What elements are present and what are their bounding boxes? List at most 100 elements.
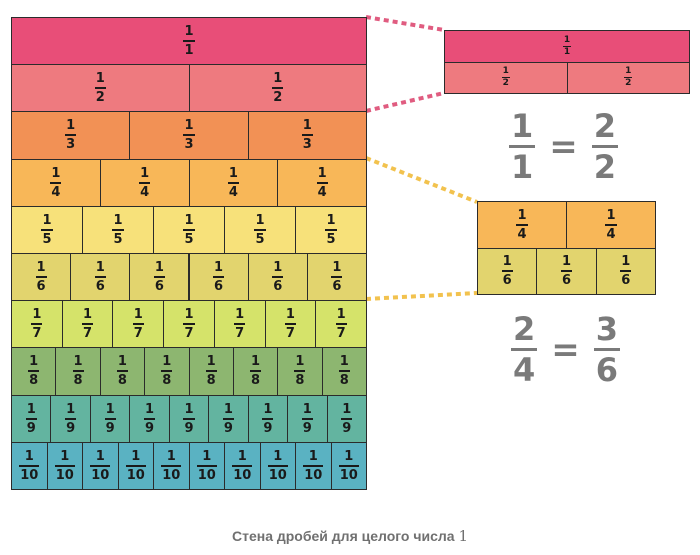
fraction-denominator: 6 [561,273,572,289]
fraction-denominator: 10 [91,467,110,483]
fraction-denominator: 8 [29,373,39,389]
fraction-denominator: 7 [336,326,346,342]
fraction-denominator: 5 [255,231,265,247]
caption-number: 1 [458,527,469,545]
fraction-numerator: 1 [95,448,105,464]
fraction-denominator: 8 [73,373,83,389]
fraction-numerator: 1 [511,107,534,145]
fraction-numerator: 1 [285,307,295,323]
fraction-numerator: 1 [251,354,261,370]
fraction-denominator: 7 [83,326,93,342]
fraction-numerator: 1 [625,66,632,77]
fraction-denominator: 5 [42,231,52,247]
fraction-denominator: 2 [95,90,105,106]
fraction-denominator: 4 [606,226,616,242]
fraction-denominator: 9 [26,420,36,436]
fraction-numerator: 1 [237,448,247,464]
fraction-numerator: 1 [502,66,509,77]
fraction-denominator: 9 [223,420,233,436]
fraction-denominator: 4 [140,184,150,200]
connector-bottom-upper [365,156,478,204]
equation-right-fraction: 3 6 [593,313,621,386]
fraction-numerator: 1 [317,165,327,181]
fraction-denominator: 7 [235,326,245,342]
fraction-denominator: 8 [117,373,127,389]
fraction-denominator: 8 [339,373,349,389]
fraction-numerator: 1 [51,165,61,181]
fraction-denominator: 9 [105,420,115,436]
fraction-numerator: 1 [273,260,283,276]
equation-left-fraction: 2 4 [511,313,538,386]
fraction-numerator: 1 [308,448,318,464]
fraction-denominator: 10 [268,467,287,483]
fraction-denominator: 3 [302,137,312,153]
fraction-denominator: 7 [285,326,295,342]
fraction-numerator: 1 [302,118,312,134]
fraction-denominator: 10 [339,467,358,483]
fraction-denominator: 4 [317,184,327,200]
fraction-denominator: 8 [206,373,216,389]
fraction-denominator: 6 [36,279,46,295]
fraction-denominator: 10 [162,467,181,483]
fraction-denominator: 10 [197,467,216,483]
fraction-numerator: 1 [133,307,143,323]
equation-right-fraction: 2 2 [591,110,619,183]
fraction-denominator: 2 [273,90,283,106]
connector-top-upper [365,15,445,32]
